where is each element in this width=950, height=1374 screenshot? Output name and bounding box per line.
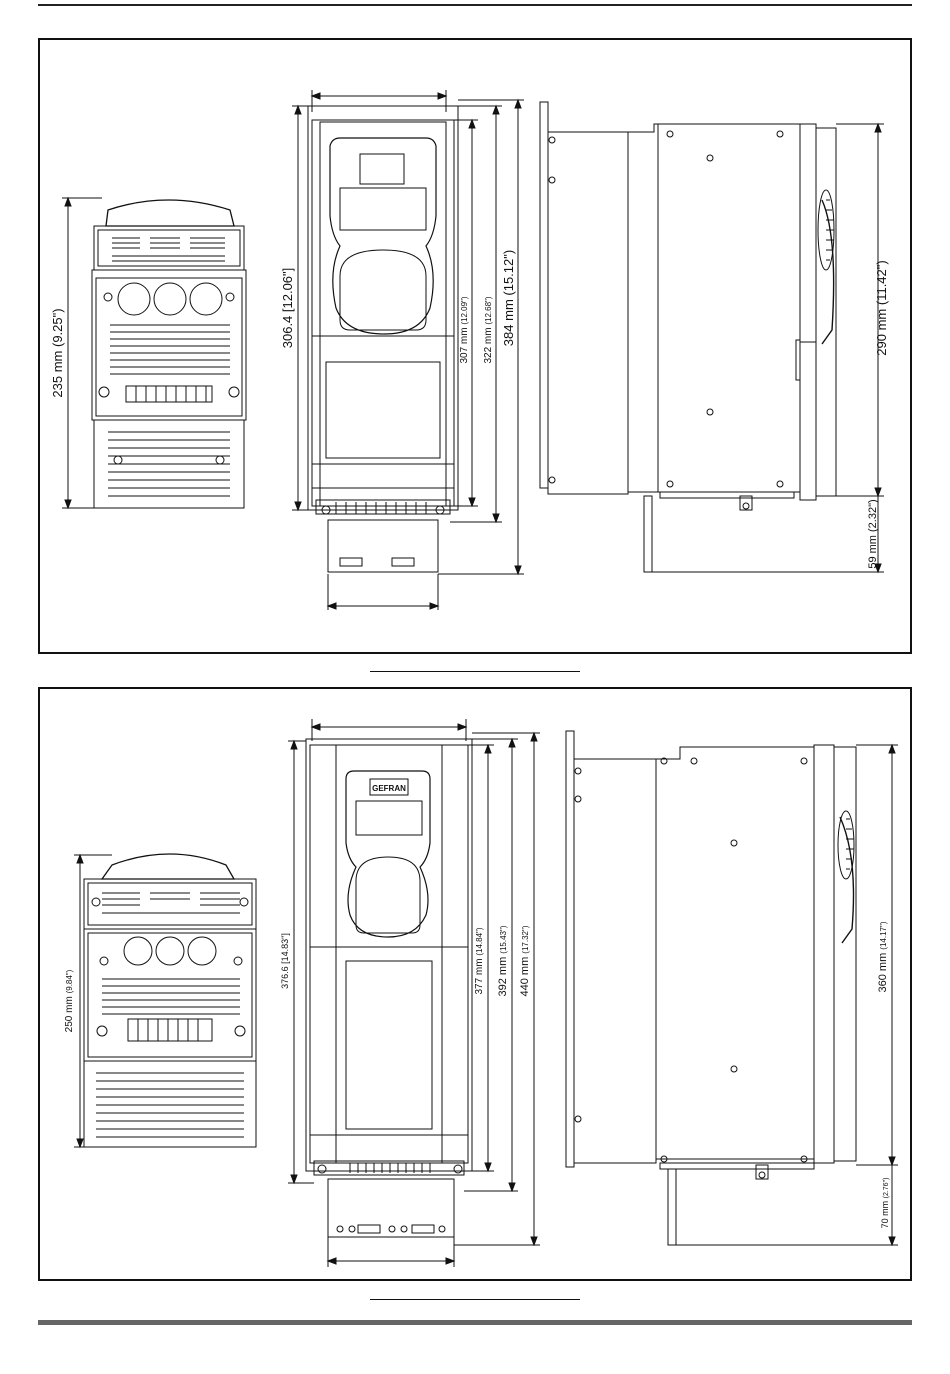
drawing-panel-2: GEFRAN bbox=[38, 687, 912, 1281]
dim-label-235: 235 mm (9.25") bbox=[50, 308, 65, 397]
dim-label-250: 250 mm (9.84") bbox=[64, 969, 75, 1032]
end-view-drawing bbox=[92, 200, 246, 508]
top-rule bbox=[38, 4, 912, 6]
dim-label-392: 392 mm (15.43") bbox=[497, 925, 509, 996]
dim-label-440: 440 mm (17.32") bbox=[519, 925, 531, 996]
dim-label-290: 290 mm (11.42") bbox=[874, 260, 889, 355]
side-view-drawing bbox=[540, 102, 872, 572]
brand-logo: GEFRAN bbox=[372, 784, 406, 793]
side-view-drawing bbox=[566, 731, 886, 1245]
front-view-drawing: GEFRAN bbox=[306, 719, 472, 1267]
dim-label-59: 59 mm (2.32") bbox=[867, 499, 879, 568]
front-view-drawing bbox=[308, 90, 458, 610]
end-view-drawing bbox=[84, 854, 256, 1147]
drawing-2-svg: GEFRAN bbox=[40, 689, 910, 1279]
dim-label-306-4: 306.4 [12.06"] bbox=[280, 268, 295, 349]
caption-underline-2 bbox=[370, 1299, 580, 1300]
dim-label-322: 322 mm (12.68") bbox=[483, 296, 494, 363]
drawing-panel-1: 235 mm (9.25") 306.4 [12.06"] 307 mm (12… bbox=[38, 38, 912, 654]
dim-label-360: 360 mm (14.17") bbox=[877, 921, 889, 992]
dim-label-377: 377 mm (14.84") bbox=[474, 927, 485, 994]
drawing-1-svg: 235 mm (9.25") 306.4 [12.06"] 307 mm (12… bbox=[40, 40, 910, 652]
caption-underline-1 bbox=[370, 671, 580, 672]
dim-lines-side bbox=[856, 745, 898, 1245]
dim-label-384: 384 mm (15.12") bbox=[501, 250, 516, 346]
dim-label-70: 70 mm (2.76") bbox=[880, 1178, 890, 1229]
dim-label-376-6: 376.6 [14.83"] bbox=[280, 933, 290, 989]
dim-label-307: 307 mm (12.09") bbox=[459, 296, 470, 363]
bottom-rule bbox=[38, 1320, 912, 1325]
